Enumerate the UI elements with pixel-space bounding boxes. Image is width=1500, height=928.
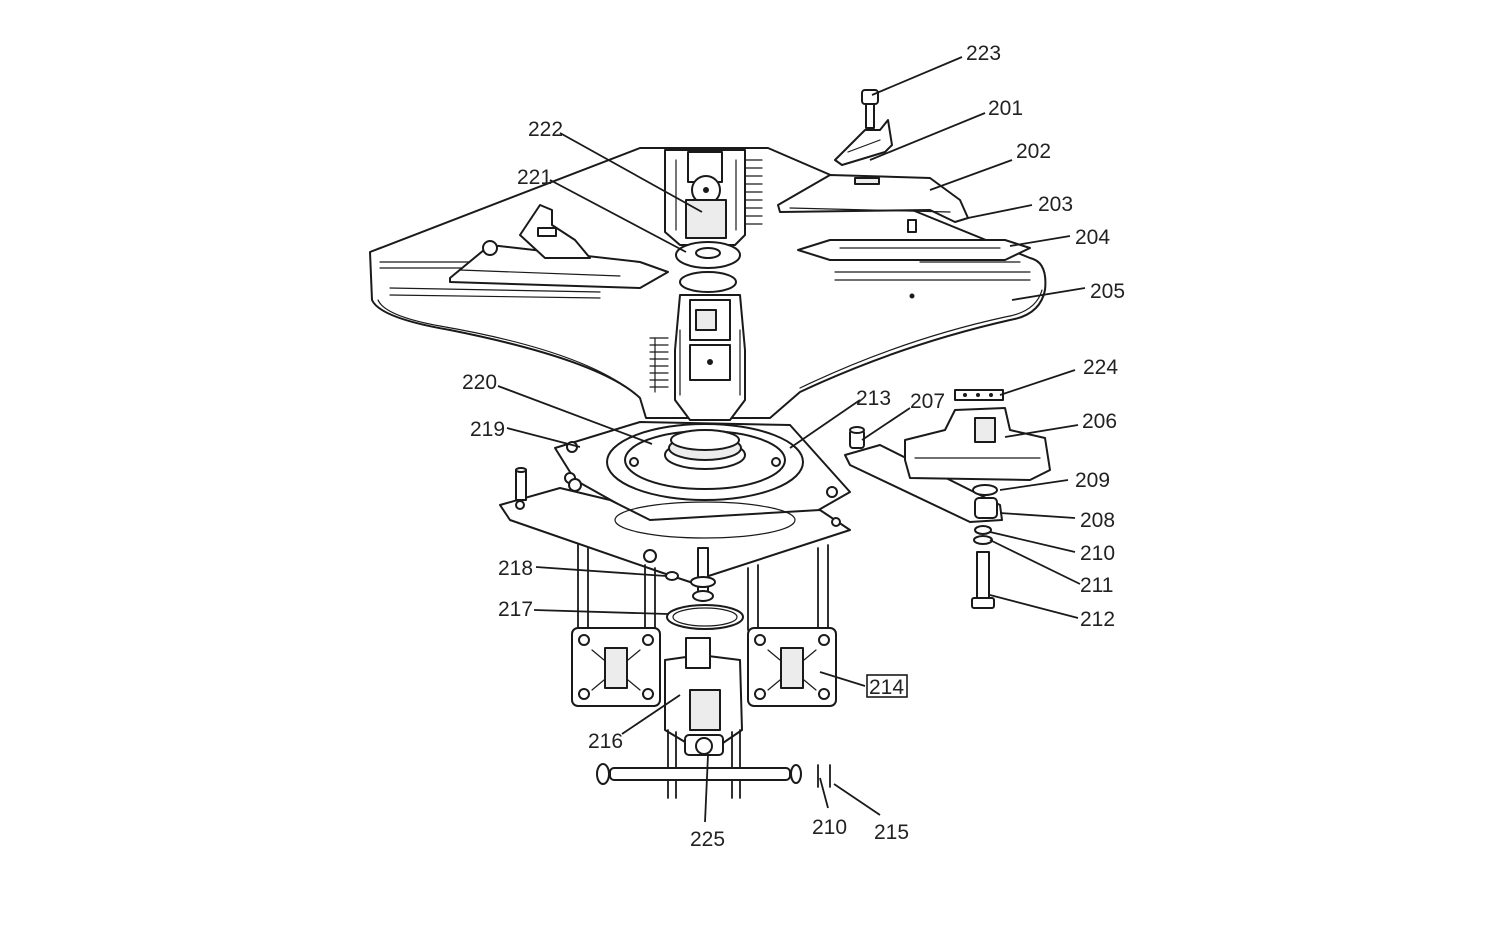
screw-223 [861,89,879,129]
central-spindle-lower [649,294,746,421]
washers-210-215 [817,764,831,788]
label-207: 207 [910,390,945,413]
label-210-bottom: 210 [812,816,847,839]
label-201: 201 [988,97,1023,120]
label-210-right: 210 [1080,542,1115,565]
blade-holder-202 [777,174,969,223]
central-spindle-upper [664,149,763,293]
label-206: 206 [1082,410,1117,433]
yoke-216 [664,637,743,799]
label-209: 209 [1075,469,1110,492]
label-212: 212 [1080,608,1115,631]
label-213: 213 [856,387,891,410]
label-224: 224 [1083,356,1118,379]
arm-207 [844,426,1003,523]
clamp-201 [834,119,893,166]
bracket-206 [904,407,1051,481]
label-204: 204 [1075,226,1110,249]
label-222: 222 [528,118,563,141]
label-211: 211 [1080,574,1113,597]
blade-204 [797,239,1031,261]
label-223: 223 [966,42,1001,65]
label-215: 215 [874,821,909,844]
label-214-box [866,674,908,698]
left-blade-assembly [449,204,669,289]
housing-right [747,627,837,707]
label-225: 225 [690,828,725,851]
bolt-stack-208-212 [971,484,998,609]
label-203: 203 [1038,193,1073,216]
axle-225 [596,763,802,785]
label-214: 214 [869,676,904,699]
o-ring-217 [666,604,744,630]
housing-left [571,627,661,707]
bearing-plate-assembly [499,421,851,631]
label-220: 220 [462,371,497,394]
label-219: 219 [470,418,505,441]
label-202: 202 [1016,140,1051,163]
label-217: 217 [498,598,533,621]
label-216: 216 [588,730,623,753]
plate-224 [954,389,1004,401]
reference-labels: 223 201 202 203 204 205 224 207 206 209 … [462,42,1125,851]
label-208: 208 [1080,509,1115,532]
leader-lines [497,56,1086,823]
label-205: 205 [1090,280,1125,303]
label-218: 218 [498,557,533,580]
pin-203 [907,219,917,233]
label-221: 221 [517,166,552,189]
